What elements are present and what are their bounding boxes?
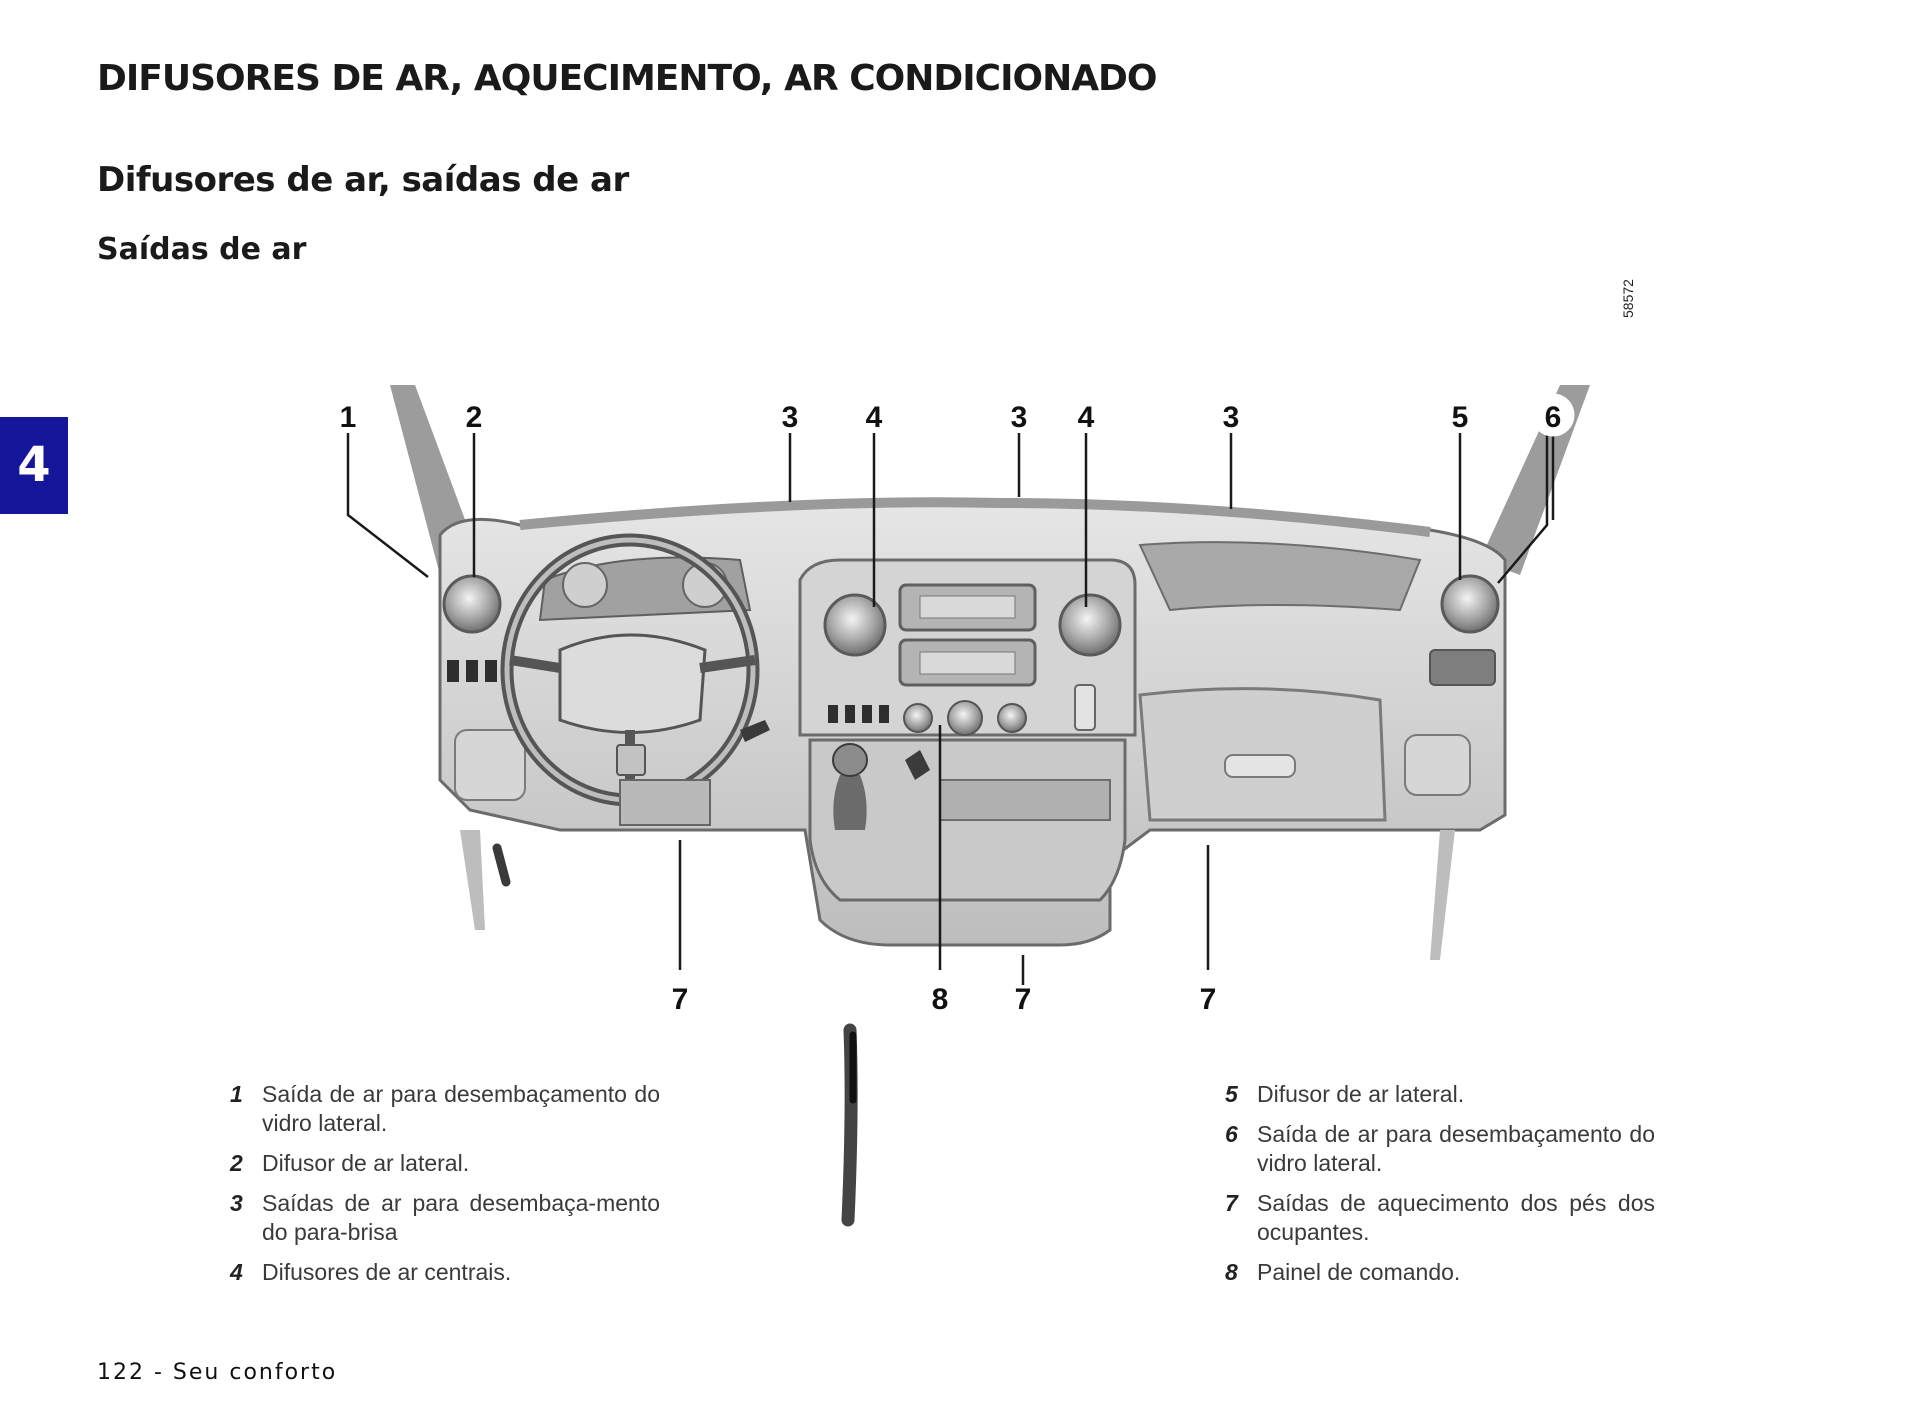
legend-item: 3 Saídas de ar para desembaça-mento do pa… — [230, 1189, 660, 1247]
legend-text: Difusor de ar lateral. — [262, 1150, 470, 1176]
chapter-tab: 4 — [0, 417, 68, 514]
steering-wheel — [500, 533, 770, 807]
legend-number: 2 — [230, 1150, 243, 1176]
callout-4b: 4 — [1078, 401, 1095, 434]
legend-number: 3 — [230, 1190, 243, 1216]
callout-8: 8 — [932, 983, 949, 1016]
callout-7b: 7 — [1015, 983, 1032, 1016]
legend-right-column: 5 Difusor de ar lateral. 6 Saída de ar par… — [1225, 1080, 1655, 1298]
legend-item: 4 Difusores de ar centrais. — [230, 1258, 660, 1287]
legend-text: Saídas de aquecimento dos pés dos ocupan… — [1257, 1190, 1655, 1245]
center-console — [798, 558, 1137, 902]
legend-item: 7 Saídas de aquecimento dos pés dos ocupa… — [1225, 1189, 1655, 1247]
side-vent-left — [442, 574, 502, 634]
callout-7c: 7 — [1200, 983, 1217, 1016]
legend-number: 6 — [1225, 1121, 1238, 1147]
legend-left-column: 1 Saída de ar para desembaçamento do vidr… — [230, 1080, 660, 1298]
callout-3a: 3 — [782, 401, 799, 434]
callout-2: 2 — [466, 401, 483, 434]
callout-5: 5 — [1452, 401, 1469, 434]
section-heading: Difusores de ar, saídas de ar — [97, 160, 629, 200]
legend-number: 4 — [230, 1259, 243, 1285]
left-switch-panel — [447, 660, 497, 682]
side-vent-right — [1440, 574, 1500, 634]
legend-item: 2 Difusor de ar lateral. — [230, 1149, 660, 1178]
legend-number: 7 — [1225, 1190, 1238, 1216]
legend-number: 5 — [1225, 1081, 1238, 1107]
legend-item: 5 Difusor de ar lateral. — [1225, 1080, 1655, 1109]
legend-item: 6 Saída de ar para desembaçamento do vidr… — [1225, 1120, 1655, 1178]
legend-number: 8 — [1225, 1259, 1238, 1285]
legend-text: Painel de comando. — [1257, 1259, 1461, 1285]
legend-text: Saída de ar para desembaçamento do vidro… — [1257, 1121, 1655, 1176]
legend-number: 1 — [230, 1081, 243, 1107]
legend-text: Difusor de ar lateral. — [1257, 1081, 1465, 1107]
page-footer: 122 - Seu conforto — [97, 1360, 338, 1385]
page-title: DIFUSORES DE AR, AQUECIMENTO, AR CONDICI… — [97, 58, 1158, 99]
center-vent-left — [823, 593, 887, 657]
handbrake-lever — [841, 1023, 858, 1227]
callout-4a: 4 — [866, 401, 883, 434]
steering-column — [619, 779, 711, 826]
legend-item: 1 Saída de ar para desembaçamento do vidr… — [230, 1080, 660, 1138]
callout-3c: 3 — [1223, 401, 1240, 434]
subsection-heading: Saídas de ar — [97, 232, 307, 267]
legend-text: Difusores de ar centrais. — [262, 1259, 512, 1285]
legend-item: 8 Painel de comando. — [1225, 1258, 1655, 1287]
callout-6-badge — [1531, 393, 1575, 437]
legend-text: Saídas de ar para desembaça-mento do par… — [262, 1190, 660, 1245]
callout-6: 6 — [1545, 401, 1562, 434]
callout-3b: 3 — [1011, 401, 1028, 434]
callout-7a: 7 — [672, 983, 689, 1016]
legend-text: Saída de ar para desembaçamento do vidro… — [262, 1081, 660, 1136]
callout-1: 1 — [340, 401, 357, 434]
callout-leader-lines — [346, 433, 1555, 985]
center-vent-right — [1058, 593, 1122, 657]
